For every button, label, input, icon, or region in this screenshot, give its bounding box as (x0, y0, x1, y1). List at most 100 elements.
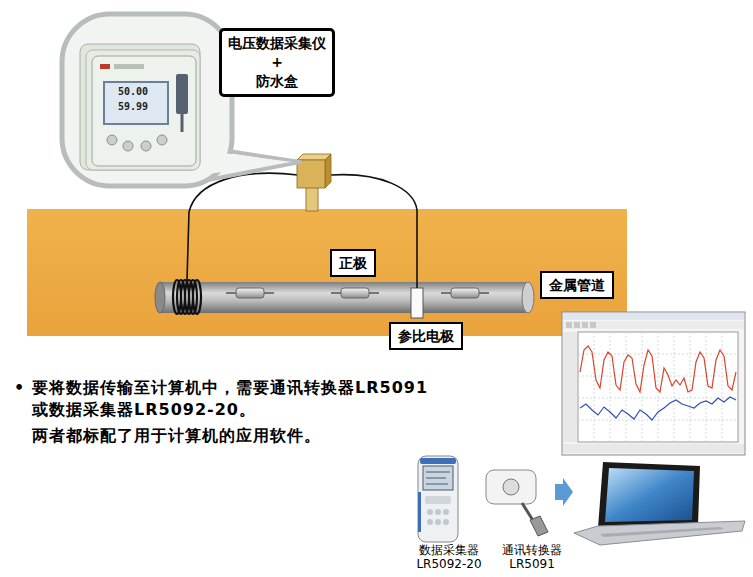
laptop (600, 527, 724, 537)
box-text: 金属管道 (548, 276, 606, 294)
ground-band (27, 209, 627, 336)
logger-device (104, 82, 168, 124)
software-window (563, 321, 744, 329)
laptop (574, 521, 745, 545)
handheld-logger (426, 484, 448, 485)
logger-device (114, 64, 144, 69)
software-window (578, 420, 738, 421)
laptop (574, 462, 745, 545)
software-window (590, 322, 596, 328)
screen-reading: 59.99 (118, 101, 148, 113)
software-window (722, 332, 723, 442)
screen-reading: 50.00 (118, 86, 148, 98)
handheld-logger (427, 519, 433, 525)
logger-device (176, 74, 188, 114)
logger-box (297, 160, 325, 188)
wire (187, 173, 417, 288)
anode-symbol (451, 288, 479, 298)
handheld-logger (426, 478, 446, 479)
label-box: 金属管道 (540, 271, 614, 299)
handheld-logger (426, 472, 450, 473)
software-window (674, 332, 675, 442)
label-box: 正极 (330, 249, 376, 277)
software-window (562, 312, 745, 455)
box-text: 正极 (338, 254, 368, 272)
software-window (642, 332, 643, 442)
software-window (626, 332, 627, 442)
wire (187, 173, 298, 280)
software-window (563, 313, 744, 320)
software-window (658, 332, 659, 442)
logger-device (141, 141, 151, 151)
anode-symbol (226, 288, 489, 298)
handheld-logger (420, 458, 456, 464)
reference-electrode (411, 288, 423, 318)
software-window (594, 332, 595, 442)
software-window (580, 397, 736, 420)
ground-band (27, 209, 627, 336)
logger-device (86, 50, 200, 170)
handheld-logger (435, 509, 441, 515)
software-window (566, 322, 572, 328)
logger-device (157, 135, 167, 145)
software-window (578, 398, 738, 399)
handheld-logger (425, 496, 451, 504)
metal-pipe (160, 282, 528, 313)
flow-arrow (555, 478, 573, 506)
software-window (578, 354, 738, 355)
comm-adapter (503, 479, 519, 495)
reference-electrode (411, 288, 423, 318)
handheld-logger (423, 466, 453, 490)
software-window (563, 332, 577, 442)
logger-box (306, 187, 318, 211)
metal-pipe (155, 282, 534, 313)
software-window (574, 322, 580, 328)
label-box: 参比电极 (389, 322, 463, 350)
comm-adapter (486, 470, 548, 536)
laptop (598, 462, 700, 528)
comm-adapter (486, 470, 536, 504)
logger-device (181, 114, 184, 132)
handheld-logger (443, 509, 449, 515)
handheld-logger (418, 492, 421, 532)
metal-pipe (155, 282, 165, 313)
coil (193, 280, 201, 314)
software-window (582, 322, 588, 328)
callout-box: 电压数据采集仪 + 防水盒 (219, 28, 335, 97)
software-window (706, 332, 707, 442)
note-text: 要将数据传输至计算机中，需要通讯转换器LR5091 或数据采集器LR5092-2… (32, 377, 532, 421)
software-window (580, 346, 736, 392)
wire (331, 175, 417, 288)
logger-device (123, 141, 133, 151)
bullet: • (14, 377, 24, 399)
handheld-logger (435, 519, 441, 525)
logger-box (297, 154, 331, 211)
callout-bubble (200, 150, 292, 174)
device-label: 通讯转换器 LR5091 (487, 544, 577, 572)
software-window (563, 444, 744, 453)
device-label: 数据采集器 LR5092-20 (404, 544, 494, 572)
note-text: 两者都标配了用于计算机的应用软件。 (32, 425, 321, 447)
software-window (610, 332, 611, 442)
laptop (605, 468, 694, 522)
logger-device (107, 135, 117, 145)
box-text: 参比电极 (397, 327, 455, 345)
software-window (578, 332, 738, 442)
comm-adapter (530, 516, 548, 536)
logger-box (325, 154, 331, 188)
logger-device (92, 56, 196, 166)
software-window (562, 312, 745, 455)
flow-arrow (555, 478, 573, 506)
logger-device (80, 44, 200, 170)
handheld-logger (418, 456, 458, 542)
handheld-logger (427, 509, 433, 515)
software-window (578, 332, 738, 442)
coil (173, 280, 201, 314)
handheld-logger (418, 456, 458, 542)
handheld-logger (443, 519, 449, 525)
anode-symbol (236, 288, 264, 298)
